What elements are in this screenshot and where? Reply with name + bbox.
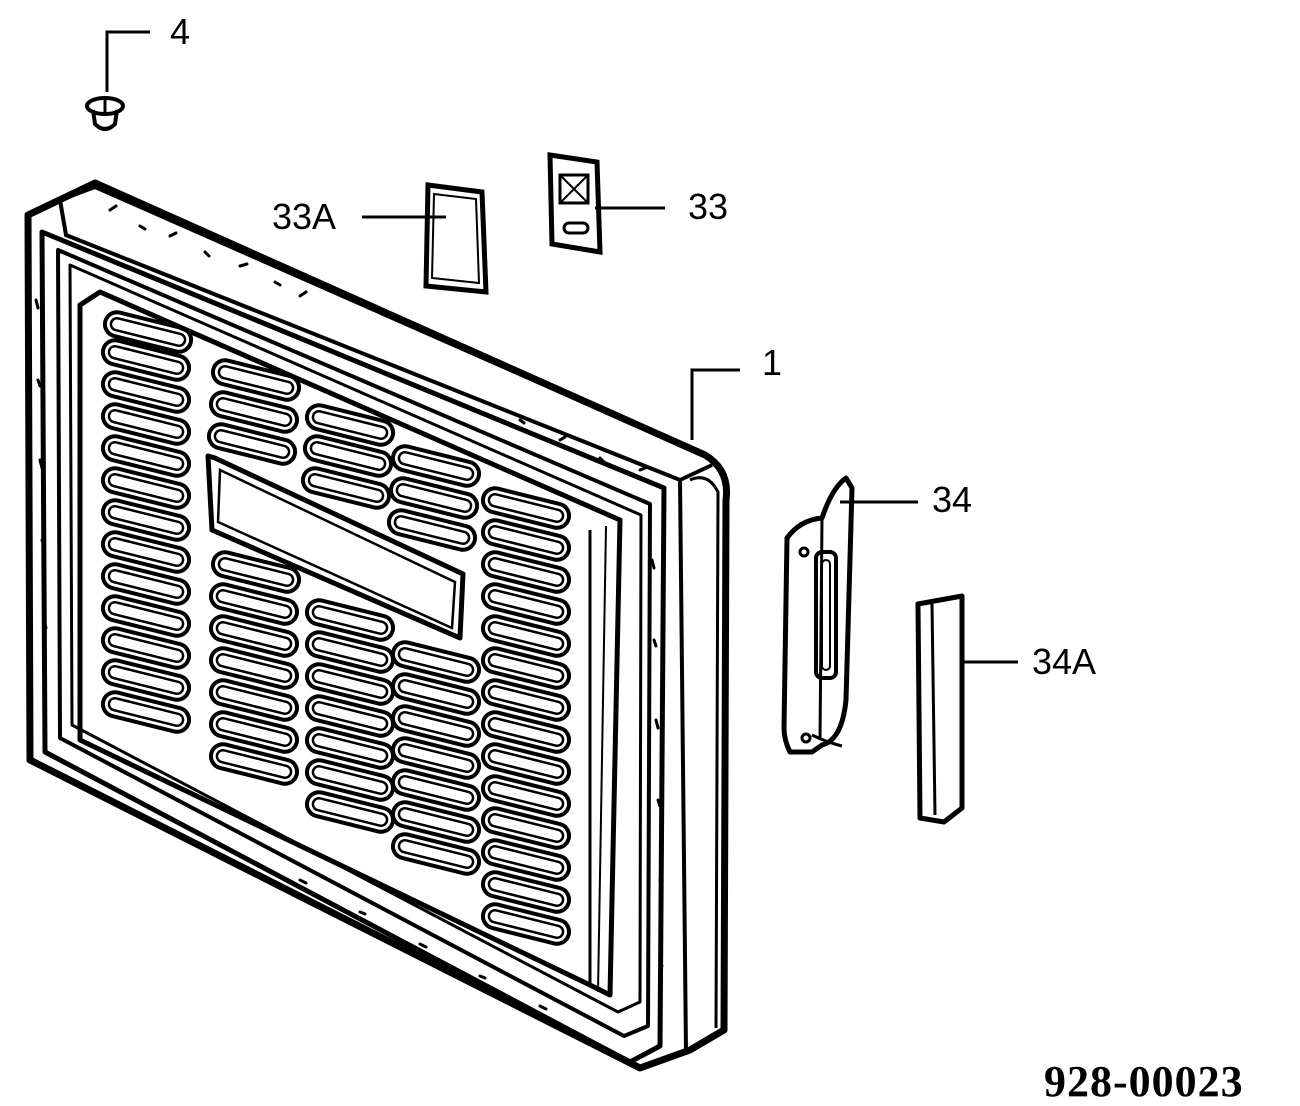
callout-label-part-33a: 33A	[272, 196, 337, 237]
handle-trim-part-34a	[915, 593, 1018, 825]
clip-part-4	[85, 30, 150, 131]
callout-label-part-4: 4	[170, 11, 191, 52]
document-id: 928-00023	[1044, 1057, 1244, 1106]
handle-part-34	[781, 475, 918, 755]
callout-label-part-1: 1	[762, 342, 783, 383]
callout-label-part-34a: 34A	[1032, 641, 1097, 682]
badge-logo-part-33	[547, 152, 665, 255]
callout-label-part-34: 34	[932, 479, 973, 520]
door-panel-part-1	[24, 179, 740, 1072]
badge-blank-part-33a	[362, 182, 489, 295]
callout-label-part-33: 33	[688, 186, 729, 227]
vent-slots	[98, 307, 574, 949]
